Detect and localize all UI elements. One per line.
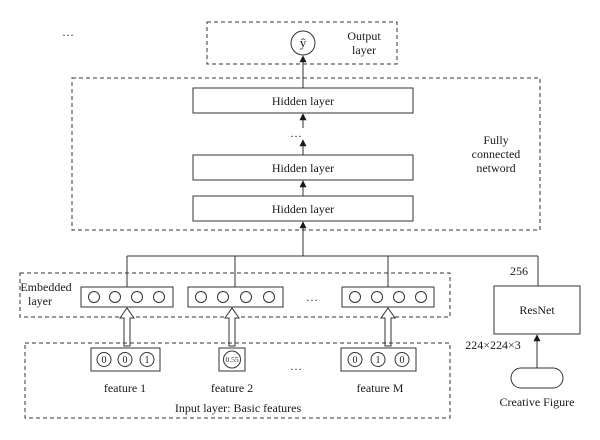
embedded-layer-label-line2: layer: [28, 294, 52, 308]
embedding-connector: [126, 255, 539, 287]
resnet-label: ResNet: [519, 303, 555, 317]
output-layer-label-line2: layer: [352, 43, 376, 57]
fully-connected-network: Hidden layer … Hidden layer Hidden layer…: [71, 77, 541, 231]
hidden-layer-bottom-label: Hidden layer: [272, 202, 334, 216]
embedding-vector-1: [80, 286, 174, 308]
feature-1: 0 0 1 feature 1: [90, 347, 161, 395]
embedding-vector-2: [187, 286, 284, 308]
featureM-value-3: 0: [400, 355, 405, 366]
input-layer-title: Input layer: Basic features: [175, 401, 302, 415]
resnet-input-dim: 224×224×3: [465, 338, 521, 352]
hidden-layer-top: [192, 87, 414, 114]
resnet-branch: ResNet 256 224×224×3 Creative Figure: [465, 264, 581, 409]
feature2-value: 0.55: [225, 355, 238, 364]
creative-figure-label: Creative Figure: [500, 395, 575, 409]
feature1-to-embed-arrow: [119, 307, 135, 347]
featureM-label: feature M: [357, 381, 404, 395]
input-layer-frame: [24, 342, 451, 419]
feature2-label: feature 2: [211, 381, 253, 395]
output-symbol: ŷ: [300, 35, 307, 50]
hidden-layer-middle: [192, 154, 414, 181]
hidden-layer-middle-label: Hidden layer: [272, 161, 334, 175]
hidden-layer-top-label: Hidden layer: [272, 94, 334, 108]
fcn-frame: [71, 77, 541, 231]
feature1-value-1: 0: [102, 355, 107, 366]
hidden-layer-bottom: [192, 195, 414, 222]
resnet-box: [493, 285, 581, 335]
input-layer: 0 0 1 feature 1 0.55 feature 2 … 0 1 0 f…: [24, 342, 451, 419]
embedding-ellipsis: …: [306, 290, 318, 304]
fcn-label-line1: Fully: [483, 133, 508, 147]
feature2-to-embed-arrow: [224, 307, 240, 347]
top-ellipsis: …: [62, 25, 74, 39]
feature1-value-2: 0: [123, 355, 128, 366]
featureM-value-2: 1: [376, 355, 381, 366]
fcn-label-line3: netword: [476, 161, 515, 175]
feature1-value-3: 1: [145, 355, 150, 366]
output-node: [290, 30, 316, 56]
feature-2: 0.55 feature 2: [211, 347, 253, 395]
featureM-to-embed-arrow: [380, 307, 396, 347]
feature-ellipsis: …: [290, 359, 302, 373]
output-layer: ŷ Output layer: [206, 21, 398, 65]
featureM-value-1: 0: [353, 355, 358, 366]
output-layer-label-line1: Output: [347, 29, 381, 43]
hidden-layer-ellipsis: …: [290, 126, 302, 140]
feature-m: 0 1 0 feature M: [340, 347, 417, 395]
fcn-label-line2: connected: [472, 147, 521, 161]
output-layer-frame: [206, 21, 398, 65]
resnet-output-dim: 256: [510, 264, 528, 278]
embedding-vector-m: [341, 286, 435, 308]
embedded-layer-label-line1: Embedded: [20, 280, 71, 294]
feature1-label: feature 1: [104, 381, 146, 395]
creative-figure-node: [510, 367, 564, 389]
